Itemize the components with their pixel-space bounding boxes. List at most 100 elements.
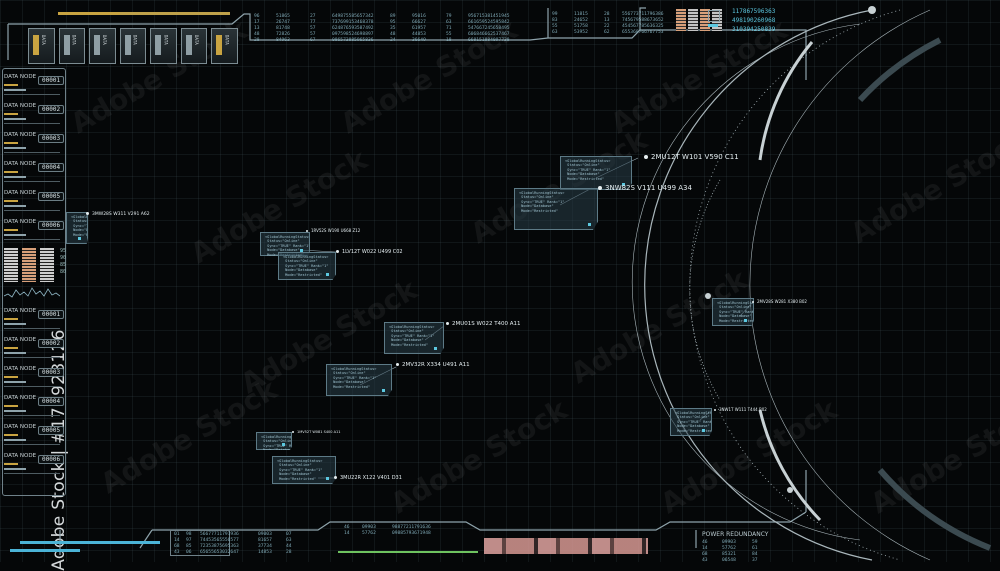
table-cell: 63 <box>286 538 292 543</box>
table-cell: 95016 <box>412 14 426 19</box>
data-chip[interactable]: DATA <box>89 28 116 64</box>
meter-scale-value: 80 <box>60 269 67 275</box>
table-cell: 62 <box>604 30 610 35</box>
card-text: <GlobalRunningStatus> Status="Online" Sy… <box>71 215 87 237</box>
node-divider <box>4 210 60 211</box>
table-cell: 53952 <box>574 30 588 35</box>
data-chip[interactable]: DATA <box>150 28 177 64</box>
node-divider <box>4 415 60 416</box>
table-cell: 61957 <box>412 26 426 31</box>
table-cell: 06 <box>186 550 192 555</box>
callout-label[interactable]: 3NW1T W111 T444 B02 <box>714 407 767 412</box>
cyan-indicator <box>708 24 718 27</box>
table-cell: 57762 <box>362 531 376 536</box>
callout-label[interactable]: 2MV32R X334 U491 A11 <box>396 362 470 368</box>
table-cell: 17 <box>254 20 260 25</box>
data-card[interactable]: <GlobalRunningStatus> Status="Online" Sy… <box>384 322 444 354</box>
data-card[interactable]: <GlobalRunningStatus> Status="Online" Sy… <box>514 188 598 230</box>
dot-icon <box>446 322 449 325</box>
node-progress-bar <box>4 439 26 441</box>
callout-label[interactable]: 3MW28S W311 V291 A62 <box>86 212 150 217</box>
table-cell: 98877211791636 <box>392 525 431 530</box>
table-cell: 68 <box>174 544 180 549</box>
meter-bar <box>22 248 36 282</box>
data-card[interactable]: <GlobalRunningStatus> Status="Online" Sy… <box>326 364 392 396</box>
checkbox-icon[interactable] <box>708 10 720 22</box>
node-divider <box>4 94 60 95</box>
callout-label[interactable]: 1RV52S W190 U668 Z12 <box>306 228 360 233</box>
card-text: <GlobalRunningStatus> Status="Online" Sy… <box>283 255 329 277</box>
square-icon <box>282 443 285 446</box>
table-cell: 24 <box>390 38 396 43</box>
data-card[interactable]: <GlobalRunningStatus> Status="Online" Sy… <box>256 432 292 450</box>
data-chip[interactable]: DATA <box>119 28 147 64</box>
table-cell: 18 <box>446 38 452 43</box>
data-card[interactable]: <GlobalRunningStatus> Status="Online" Sy… <box>278 252 336 280</box>
callout-text: 2MV32R X334 U491 A11 <box>402 362 470 368</box>
callout-label[interactable]: 1LV12T W022 U499 C02 <box>336 249 403 255</box>
callout-label[interactable]: 3MU22R X122 V401 D31 <box>334 475 402 481</box>
callout-label[interactable]: 2MU12T W101 V590 C11 <box>644 153 739 161</box>
data-card[interactable]: <GlobalRunningStatus> Status="Online" Sy… <box>66 212 88 244</box>
data-chip[interactable]: DATA <box>28 28 55 64</box>
data-chip[interactable]: DATA <box>58 28 86 64</box>
chip-label: DATA <box>41 35 46 45</box>
data-card[interactable]: <GlobalRunningStatus> Status="Online" Sy… <box>560 156 632 190</box>
table-cell: 57 <box>310 26 316 31</box>
callout-label[interactable]: 2MU01S W022 T400 A11 <box>446 321 521 327</box>
table-cell: 72353875695363 <box>200 544 239 549</box>
dot-icon <box>292 431 294 433</box>
data-node-number: 00002 <box>38 339 65 348</box>
table-cell: 61 <box>752 546 758 551</box>
data-card[interactable]: <GlobalRunningStatus> Status="Online" Sy… <box>670 408 712 436</box>
table-cell: 097598524698897 <box>332 32 374 37</box>
meter-bar <box>40 248 54 282</box>
table-cell: 57762 <box>722 546 736 551</box>
data-card[interactable]: <GlobalRunningStatus> Status="Online" Sy… <box>712 298 754 326</box>
table-cell: 79 <box>446 14 452 19</box>
callout-label[interactable]: 3NW82S V111 U499 A34 <box>598 184 692 192</box>
callout-label[interactable]: 1MV52T W081 S400 A11 <box>292 430 340 434</box>
data-node-label: DATA NODE <box>4 395 37 401</box>
table-cell: 77 <box>310 20 316 25</box>
callout-text: 3MU22R X122 V401 D31 <box>340 475 402 481</box>
data-card[interactable]: <GlobalRunningStatus> Status="Online" Sy… <box>272 456 336 484</box>
square-icon <box>702 429 705 432</box>
table-cell: 84 <box>752 552 758 557</box>
node-progress-bar <box>4 147 26 149</box>
callout-label[interactable]: 2MV28S W281 X380 B02 <box>752 299 807 304</box>
node-divider <box>4 444 60 445</box>
card-text: <GlobalRunningStatus> Status="Online" Sy… <box>331 367 377 389</box>
square-icon <box>622 183 625 186</box>
node-progress-bar <box>4 142 18 144</box>
data-node-label: DATA NODE <box>4 103 37 109</box>
data-chip[interactable]: DATA <box>180 28 208 64</box>
data-node-label: DATA NODE <box>4 453 37 459</box>
table-cell: 06548 <box>722 558 736 563</box>
left-meters: 95 90 85 80 <box>4 248 66 300</box>
node-progress-bar <box>4 410 26 412</box>
data-chip[interactable]: DATA <box>211 28 239 64</box>
